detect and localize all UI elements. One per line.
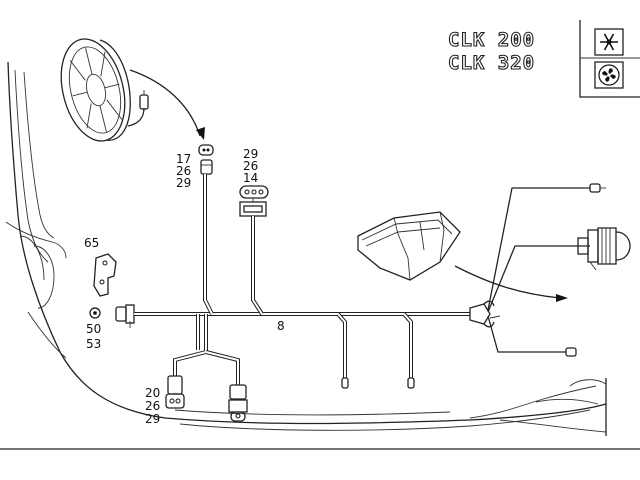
callout-26: 26 xyxy=(176,164,191,178)
round-connector xyxy=(577,227,631,271)
fan-connector xyxy=(198,144,214,175)
callout-bottom-connector: 20 26 29 xyxy=(145,386,160,426)
control-unit xyxy=(357,211,461,281)
left-plug xyxy=(115,304,135,328)
drop-terminals xyxy=(341,377,415,389)
bottom-connector-right xyxy=(228,384,248,422)
control-unit-arrow xyxy=(454,265,568,302)
right-terminal-bottom xyxy=(565,347,577,357)
callout-fan-connector: 17 26 29 xyxy=(176,152,191,190)
callout-65: 65 xyxy=(84,236,99,250)
callout-29-bottom: 29 xyxy=(145,412,160,426)
fan-icon xyxy=(598,64,620,86)
callout-29: 29 xyxy=(176,176,191,190)
model-label-clk320: CLK 320 xyxy=(448,52,535,74)
callout-26-top: 26 xyxy=(243,159,258,173)
callout-50: 50 xyxy=(86,322,101,336)
callout-53: 53 xyxy=(86,337,101,351)
bottom-connector-left xyxy=(165,375,185,409)
callout-29-top: 29 xyxy=(243,147,258,161)
callout-14-top: 14 xyxy=(243,171,258,185)
callout-top-connector: 29 26 14 xyxy=(243,147,258,185)
snowflake-icon xyxy=(600,33,618,51)
callout-20: 20 xyxy=(145,386,160,400)
vehicle-outline xyxy=(5,61,607,436)
callout-26-bottom: 26 xyxy=(145,399,160,413)
model-label-clk200: CLK 200 xyxy=(448,29,535,51)
radiator-fan xyxy=(60,38,149,142)
callout-grommet: 50 53 xyxy=(86,322,101,351)
callout-8: 8 xyxy=(277,319,285,333)
top-connector xyxy=(239,185,269,217)
callout-17: 17 xyxy=(176,152,191,166)
icon-panel xyxy=(579,20,640,98)
bracket xyxy=(93,253,117,297)
model-labels: CLK 200 CLK 320 xyxy=(447,28,535,74)
fan-connector-arrow xyxy=(129,69,205,140)
grommet xyxy=(89,307,101,319)
right-terminal-top xyxy=(589,183,606,193)
right-wires xyxy=(487,187,590,353)
main-harness xyxy=(134,174,470,385)
